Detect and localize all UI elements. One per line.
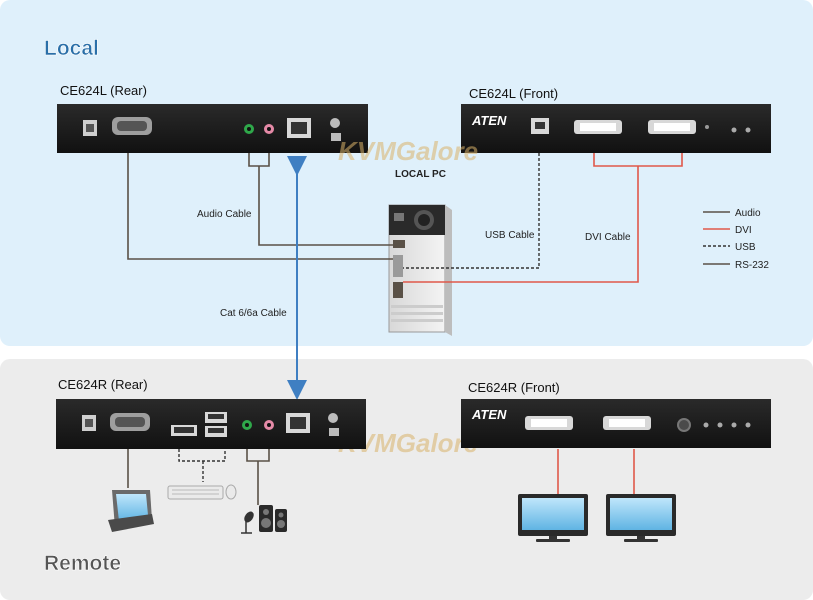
aten-logo-remote: ATEN <box>471 407 507 422</box>
local-rear-title: CE624L (Rear) <box>60 83 147 98</box>
legend-audio: Audio <box>735 208 761 219</box>
cat6-cable-label: Cat 6/6a Cable <box>220 308 287 319</box>
remote-zone-title: Remote <box>44 552 121 575</box>
local-front-title: CE624L (Front) <box>469 86 558 101</box>
usb-cable <box>403 153 540 269</box>
local-pc-tower <box>388 204 452 336</box>
touch-panel-icon <box>108 490 154 532</box>
local-zone-title: Local <box>44 37 99 60</box>
remote-usb-cables <box>178 449 226 462</box>
ground-screw <box>330 118 340 128</box>
local-pc-label: LOCAL PC <box>395 169 446 180</box>
legend-dvi: DVI <box>735 225 752 236</box>
ce624r-front-device: ATEN <box>461 399 771 448</box>
ce624l-rear-device <box>57 104 368 153</box>
audio-cable-label: Audio Cable <box>197 209 252 220</box>
remote-front-title: CE624R (Front) <box>468 380 560 395</box>
legend-rs232: RS-232 <box>735 260 769 271</box>
audio-cable-local-run <box>258 166 393 246</box>
dvi-cable-label: DVI Cable <box>585 232 631 243</box>
ce624r-rear-device <box>56 399 366 449</box>
keyboard-mouse-icon <box>167 484 237 500</box>
aten-logo: ATEN <box>471 113 507 128</box>
monitor-1-icon <box>518 494 588 542</box>
watermark-local: KVMGalore <box>338 136 478 166</box>
dvi-cable-local-run <box>403 166 639 283</box>
ce624l-front-device: ATEN <box>461 104 771 153</box>
legend-usb: USB <box>735 242 756 253</box>
monitor-2-icon <box>606 494 676 542</box>
remote-rear-title: CE624R (Rear) <box>58 377 148 392</box>
usb-cable-label: USB Cable <box>485 230 535 241</box>
legend: Audio DVI USB RS-232 <box>703 208 769 271</box>
speakers-mic-icon <box>241 505 287 534</box>
remote-zone <box>0 359 813 600</box>
